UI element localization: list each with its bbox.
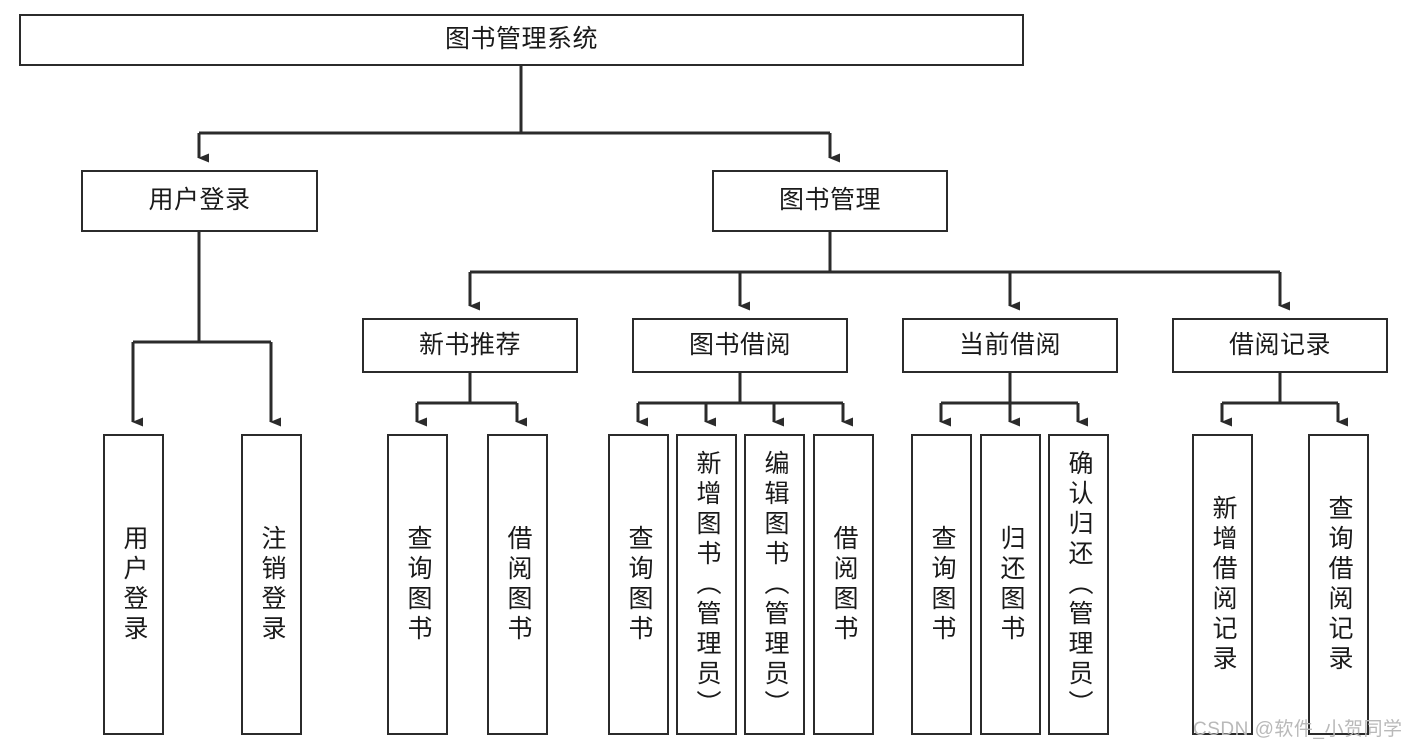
node-root-book-management-system[interactable]: 图书管理系统	[19, 14, 1024, 66]
node-label: 查询图书	[625, 524, 653, 645]
node-label: 当前借阅	[958, 330, 1061, 359]
leaf-borrow-record-query[interactable]: 查询借阅记录	[1308, 434, 1369, 735]
node-book-management[interactable]: 图书管理	[712, 170, 948, 232]
node-label: 新增图书（管理员）	[693, 449, 721, 720]
node-label: 编辑图书（管理员）	[761, 449, 789, 720]
leaf-book-borrow-query[interactable]: 查询图书	[608, 434, 669, 735]
node-label: 归还图书	[997, 524, 1025, 645]
node-label: 借阅图书	[504, 524, 532, 645]
leaf-new-book-borrow[interactable]: 借阅图书	[487, 434, 548, 735]
node-label: 图书借阅	[688, 330, 791, 359]
leaf-user-login-login[interactable]: 用户登录	[103, 434, 164, 735]
node-book-borrow[interactable]: 图书借阅	[632, 318, 848, 373]
leaf-new-book-query[interactable]: 查询图书	[387, 434, 448, 735]
node-current-borrow[interactable]: 当前借阅	[902, 318, 1118, 373]
csdn-watermark: CSDN @软件_小贺同学	[1193, 719, 1403, 740]
node-label: 查询图书	[404, 524, 432, 645]
node-label: 用户登录	[148, 186, 251, 215]
node-label: 图书管理系统	[444, 25, 598, 54]
node-label: 新增借阅记录	[1209, 494, 1237, 675]
node-label: 借阅图书	[830, 524, 858, 645]
node-label: 新书推荐	[418, 330, 521, 359]
node-label: 注销登录	[258, 524, 286, 645]
node-label: 查询图书	[928, 524, 956, 645]
node-user-login[interactable]: 用户登录	[81, 170, 318, 232]
leaf-user-login-logout[interactable]: 注销登录	[241, 434, 302, 735]
leaf-current-borrow-query[interactable]: 查询图书	[911, 434, 972, 735]
node-label: 查询借阅记录	[1325, 494, 1353, 675]
leaf-book-borrow-add[interactable]: 新增图书（管理员）	[676, 434, 737, 735]
leaf-current-borrow-confirm-return[interactable]: 确认归还（管理员）	[1048, 434, 1109, 735]
node-label: 用户登录	[120, 524, 148, 645]
leaf-book-borrow-edit[interactable]: 编辑图书（管理员）	[744, 434, 805, 735]
node-new-book-recommend[interactable]: 新书推荐	[362, 318, 578, 373]
leaf-borrow-record-add[interactable]: 新增借阅记录	[1192, 434, 1253, 735]
node-borrow-record[interactable]: 借阅记录	[1172, 318, 1388, 373]
node-label: 图书管理	[778, 186, 881, 215]
node-label: 借阅记录	[1228, 330, 1331, 359]
leaf-current-borrow-return[interactable]: 归还图书	[980, 434, 1041, 735]
leaf-book-borrow-borrow[interactable]: 借阅图书	[813, 434, 874, 735]
node-label: 确认归还（管理员）	[1065, 449, 1093, 720]
